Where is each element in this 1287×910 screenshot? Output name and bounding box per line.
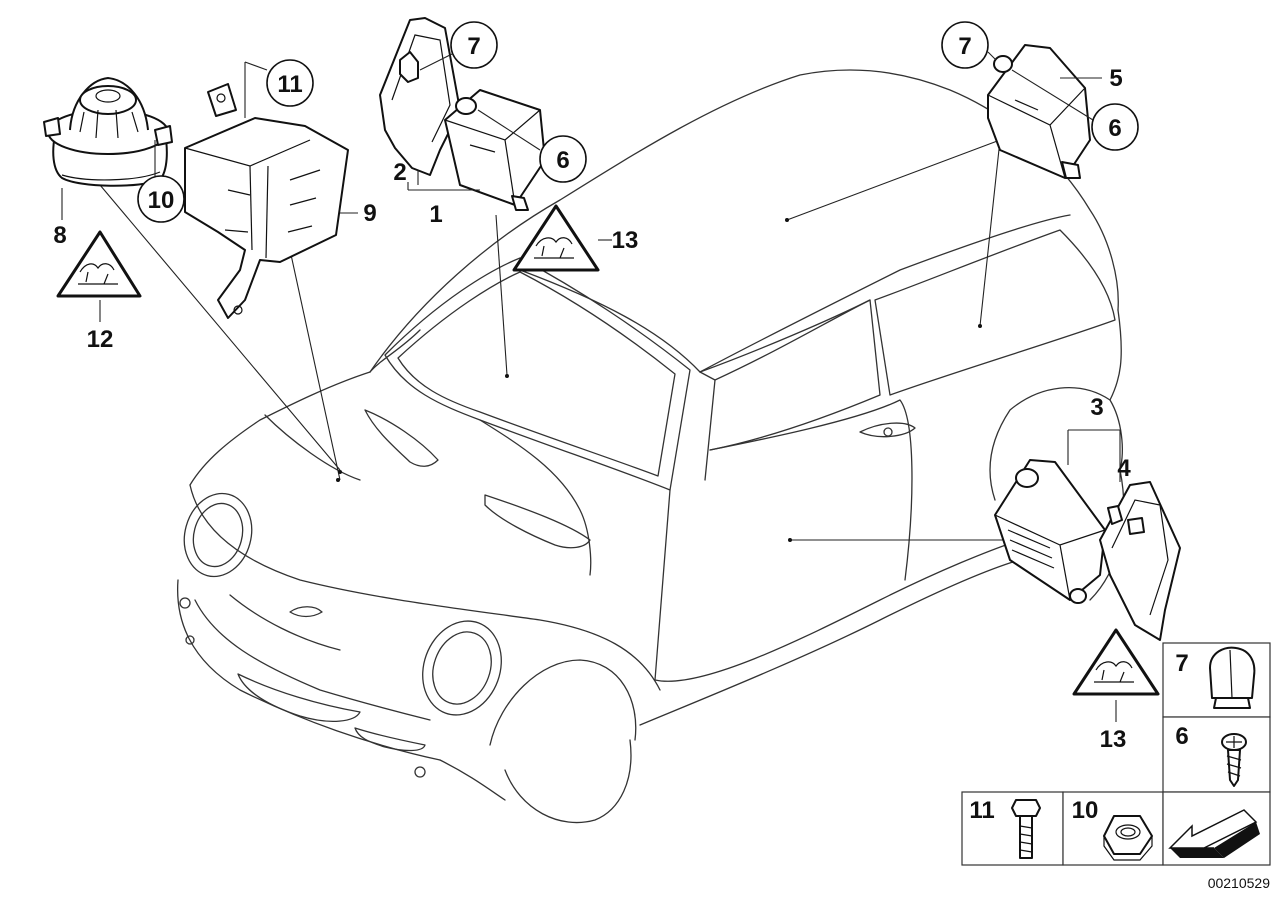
callout-9: 9 (363, 200, 376, 227)
warning-triangle-12 (56, 230, 142, 298)
leader-lines (99, 139, 1010, 542)
callout-circle-6a (539, 135, 587, 183)
legend-box-11 (961, 791, 1064, 866)
warning-triangles (56, 204, 1160, 696)
callout-circle-10 (137, 175, 185, 223)
callout-6b: 6 (1108, 115, 1121, 142)
arrow-icon (1168, 809, 1260, 858)
bolt-icon (1011, 799, 1041, 859)
callout-5: 5 (1109, 65, 1122, 92)
callout-1: 1 (429, 201, 442, 228)
callout-circle-7b (941, 21, 989, 69)
fastener-legend: 7 6 11 10 (961, 642, 1271, 866)
legend-number-11: 11 (969, 797, 994, 824)
callout-7a: 7 (467, 33, 480, 60)
callout-circle-6b (1091, 103, 1139, 151)
hex-nut-icon (1103, 815, 1153, 861)
callout-circle-7a (450, 21, 498, 69)
callout-circles (137, 21, 1139, 223)
callout-circle-11 (266, 59, 314, 107)
legend-number-10: 10 (1072, 797, 1099, 824)
bracket-part (184, 83, 349, 319)
legend-number-7: 7 (1175, 650, 1188, 677)
callout-3: 3 (1090, 394, 1103, 421)
siren-part (43, 77, 173, 187)
screw-icon (1221, 733, 1247, 787)
module-part-bottom (994, 459, 1181, 641)
callout-2: 2 (393, 159, 406, 186)
legend-box-6 (1162, 716, 1271, 793)
callout-10: 10 (148, 187, 175, 214)
callout-11: 11 (277, 71, 302, 98)
callout-4: 4 (1117, 455, 1131, 482)
callout-6a: 6 (556, 147, 569, 174)
warning-triangle-13-top (512, 204, 600, 272)
module-part-top (379, 17, 546, 211)
legend-number-6: 6 (1175, 723, 1188, 750)
callout-13b: 13 (1100, 726, 1127, 753)
callout-7b: 7 (958, 33, 971, 60)
callout-12: 12 (87, 326, 114, 353)
car-outline (176, 69, 1125, 824)
module-part-right (987, 44, 1091, 179)
callout-13a: 13 (612, 227, 639, 254)
label-leaders (61, 77, 1121, 722)
callout-8: 8 (53, 222, 66, 249)
warning-triangle-13-bottom (1072, 628, 1160, 696)
cap-nut-icon (1209, 646, 1256, 709)
callout-numbers: 11 10 8 12 9 7 6 2 1 13 7 5 6 3 4 13 (53, 33, 1131, 753)
reference-code: 00210529 (1208, 875, 1271, 891)
